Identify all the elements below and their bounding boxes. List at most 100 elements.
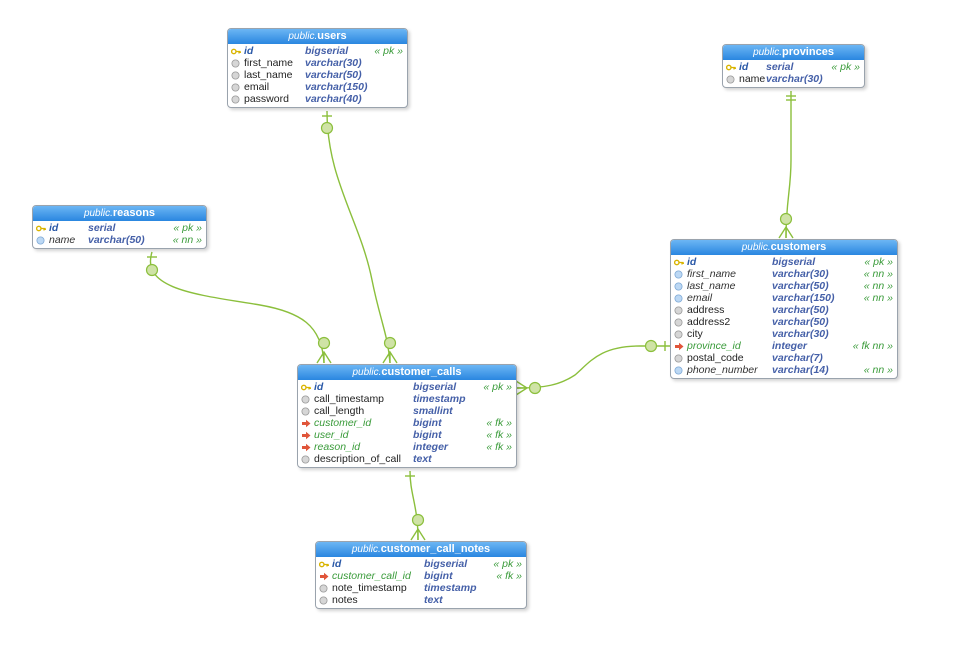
field-name: city <box>687 328 703 340</box>
table-name: customer_call_notes <box>380 543 491 555</box>
field-row[interactable]: address2 varchar(50) <box>674 316 894 328</box>
field-type: varchar(50) <box>305 69 362 81</box>
field-name: name <box>739 73 766 85</box>
foreign-key-icon <box>301 431 311 440</box>
field-name: call_timestamp <box>314 393 385 405</box>
field-name: email <box>244 81 270 93</box>
relationship-users-to-customer-calls[interactable] <box>320 110 398 364</box>
schema-label: public. <box>351 544 381 555</box>
field-row[interactable]: email varchar(150) <box>231 81 404 93</box>
table-header[interactable]: public.provinces <box>723 45 864 60</box>
field-type: varchar(7) <box>772 352 823 364</box>
column-icon <box>319 584 329 593</box>
table-header[interactable]: public.customers <box>671 240 897 255</box>
field-type: varchar(14) <box>772 364 829 376</box>
relationship-customer-calls-to-customer-call-notes[interactable] <box>405 470 426 541</box>
not-null-icon <box>674 366 684 375</box>
field-name: phone_number <box>687 364 758 376</box>
field-type: varchar(30) <box>305 57 362 69</box>
table-header[interactable]: public.customer_call_notes <box>316 542 526 557</box>
foreign-key-icon <box>301 419 311 428</box>
not-null-icon <box>674 294 684 303</box>
not-null-icon <box>674 270 684 279</box>
cardinality-many-marker <box>515 380 529 396</box>
field-constraint: « nn » <box>172 234 202 246</box>
relationship-customers-to-customer-calls[interactable] <box>515 339 670 396</box>
field-type: varchar(150) <box>305 81 368 93</box>
primary-key-icon <box>726 63 736 72</box>
field-name: user_id <box>314 429 349 441</box>
field-name: reason_id <box>314 441 361 453</box>
table-header[interactable]: public.users <box>228 29 407 44</box>
field-name: address2 <box>687 316 731 328</box>
optional-marker <box>317 336 331 350</box>
field-type: varchar(150) <box>772 292 835 304</box>
table-header[interactable]: public.reasons <box>33 206 206 221</box>
table-name: customers <box>770 241 827 253</box>
field-row[interactable]: city varchar(30) <box>674 328 894 340</box>
field-type: varchar(50) <box>772 316 829 328</box>
cardinality-many-marker <box>382 350 398 364</box>
schema-label: public. <box>352 367 382 378</box>
table-name: reasons <box>112 207 156 219</box>
field-name: name <box>49 234 76 246</box>
field-constraint: « pk » <box>864 256 893 268</box>
field-name: first_name <box>687 268 737 280</box>
field-name: email <box>687 292 713 304</box>
field-row[interactable]: postal_code varchar(7) <box>674 352 894 364</box>
primary-key-icon <box>674 258 684 267</box>
relationship-provinces-to-customers[interactable] <box>778 91 796 239</box>
field-name: note_timestamp <box>332 582 407 594</box>
column-icon <box>319 596 329 605</box>
table-name: provinces <box>781 46 834 58</box>
field-name: postal_code <box>687 352 744 364</box>
field-constraint: « fk » <box>496 570 522 582</box>
table-header[interactable]: public.customer_calls <box>298 365 516 380</box>
cardinality-many-marker <box>778 225 794 239</box>
field-type: text <box>424 594 443 606</box>
optional-marker <box>320 121 334 135</box>
relationship-line <box>785 91 792 239</box>
column-icon <box>231 59 241 68</box>
field-type: smallint <box>413 405 453 417</box>
relationship-reasons-to-customer-calls[interactable] <box>145 251 332 364</box>
primary-key-icon <box>319 560 329 569</box>
field-constraint: « fk » <box>486 417 512 429</box>
field-type: varchar(30) <box>772 328 829 340</box>
